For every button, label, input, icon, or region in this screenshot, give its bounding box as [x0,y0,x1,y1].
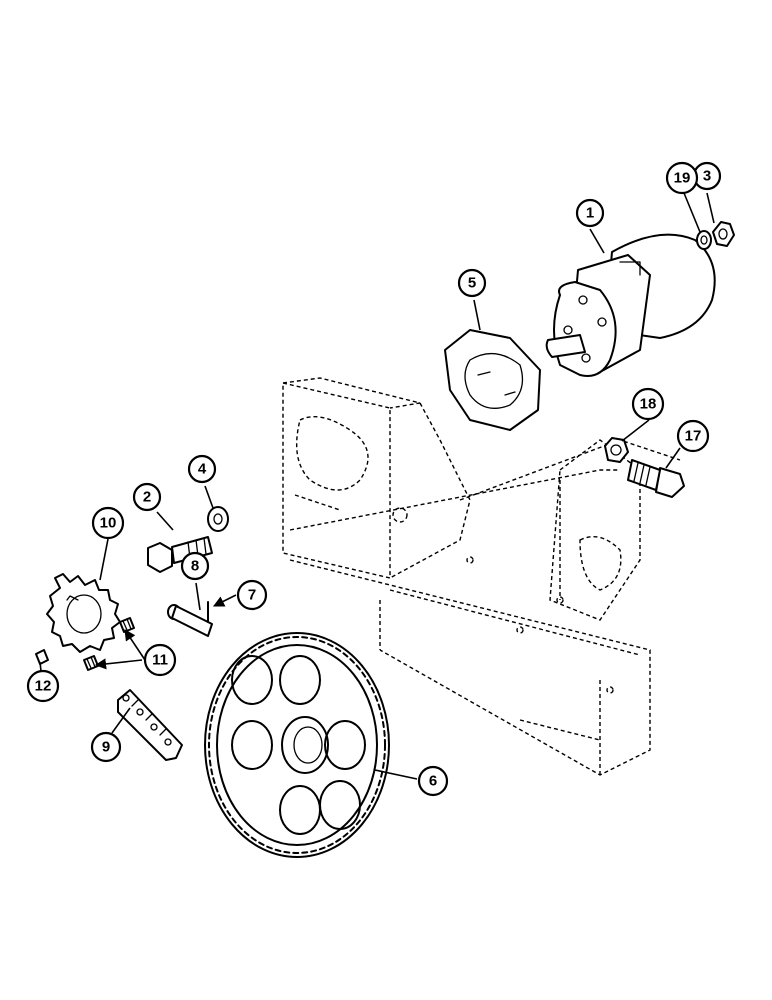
drive-sprocket [46,573,121,653]
callout-10-label: 10 [100,515,117,532]
callout-12-label: 12 [35,678,52,695]
leader-lines [39,192,715,780]
callout-9-label: 9 [102,739,110,756]
callout-5: 5 [457,268,487,298]
callout-12: 12 [26,669,60,703]
callout-6: 6 [417,765,449,797]
callout-11-label: 11 [152,652,168,669]
set-screw [83,617,135,671]
callout-7: 7 [236,579,268,611]
callout-18-label: 18 [640,396,657,413]
callout-3-label: 3 [703,168,711,185]
callout-8: 8 [180,551,210,581]
callout-2-label: 2 [143,489,151,506]
callout-8-label: 8 [191,558,199,575]
callout-11: 11 [143,643,177,677]
callout-17: 17 [676,419,710,453]
callout-2: 2 [132,482,162,512]
callout-1: 1 [575,198,605,228]
large-sprocket [204,632,390,858]
frame-bolt [627,459,685,498]
adapter-plate [444,329,541,431]
callout-1-label: 1 [586,205,594,222]
callout-18: 18 [631,387,665,421]
callout-5-label: 5 [468,275,476,292]
clevis-pin [167,604,213,637]
callout-7-label: 7 [248,587,256,604]
callout-9: 9 [90,731,122,763]
callout-10: 10 [91,506,125,540]
hex-nut [712,221,735,247]
callout-6-label: 6 [429,773,437,790]
callout-4: 4 [187,454,217,484]
callout-19-label: 19 [674,170,691,187]
callout-4-label: 4 [198,461,207,478]
callout-19: 19 [665,161,699,195]
lock-washer [696,230,712,250]
mounting-frame [282,377,681,776]
roller-chain [117,689,183,761]
flat-washer [207,506,229,532]
callout-17-label: 17 [685,428,702,445]
hydraulic-motor [545,233,716,377]
sprocket-key [35,649,49,665]
frame-nut [604,437,629,463]
